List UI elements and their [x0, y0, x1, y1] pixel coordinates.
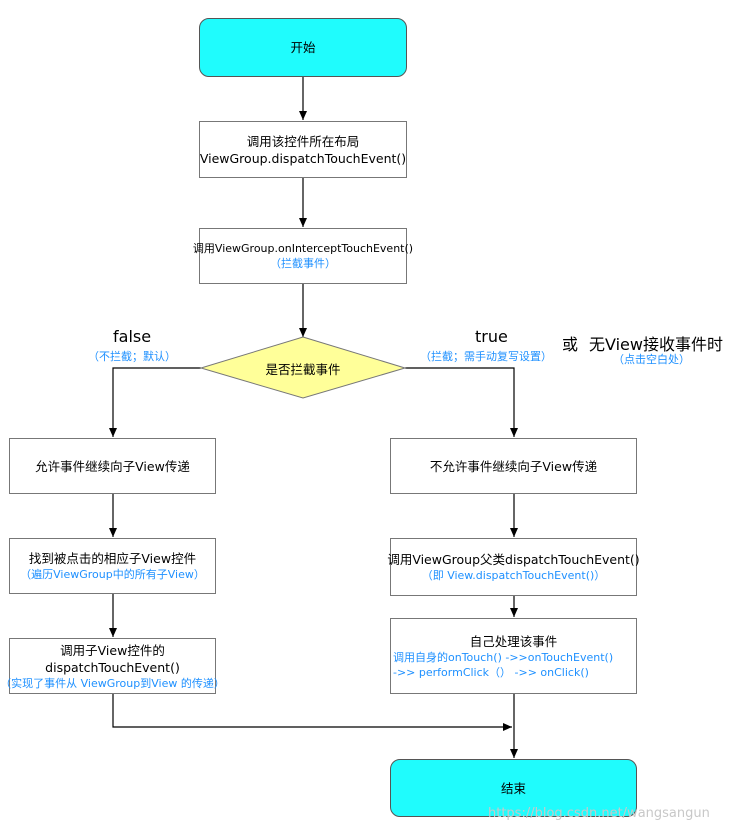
- find-child-note: （遍历ViewGroup中的所有子View）: [20, 568, 205, 581]
- call-parent-note: （即 View.dispatchTouchEvent()）: [421, 569, 606, 582]
- start-node: 开始: [199, 18, 407, 77]
- intercept-label: 调用ViewGroup.onInterceptTouchEvent(): [192, 242, 414, 255]
- false-label: false: [113, 327, 152, 346]
- watermark: https://blog.csdn.net/wangsangun: [488, 806, 710, 821]
- self-handle-note-2: ->> performClick（） ->> onClick(): [393, 665, 589, 679]
- true-label: true: [475, 327, 508, 346]
- self-handle-node: 自己处理该事件 调用自身的onTouch() ->>onTouchEvent()…: [390, 618, 637, 694]
- false-note: （不拦截；默认）: [88, 350, 176, 363]
- intercept-node: 调用ViewGroup.onInterceptTouchEvent() （拦截事…: [193, 228, 413, 284]
- no-view-note: （点击空白处）: [613, 353, 690, 366]
- call-child-line-2: dispatchTouchEvent(): [45, 659, 180, 675]
- call-child-line-1: 调用子View控件的: [60, 642, 165, 658]
- allow-label: 允许事件继续向子View传递: [35, 458, 190, 474]
- disallow-label: 不允许事件继续向子View传递: [429, 458, 598, 474]
- allow-node: 允许事件继续向子View传递: [9, 438, 216, 494]
- no-view-label: 无View接收事件时: [589, 335, 723, 354]
- call-layout-line-2: ViewGroup.dispatchTouchEvent(): [199, 150, 407, 166]
- decision-label: 是否拦截事件: [265, 362, 341, 377]
- call-child-node: 调用子View控件的 dispatchTouchEvent() （实现了事件从 …: [0, 638, 225, 694]
- or-label: 或: [562, 335, 579, 354]
- decision-diamond: [199, 336, 407, 399]
- call-parent-label: 调用ViewGroup父类dispatchTouchEvent(): [387, 552, 640, 567]
- find-child-label: 找到被点击的相应子View控件: [28, 551, 197, 566]
- end-node: 结束: [390, 759, 637, 817]
- intercept-note: （拦截事件）: [270, 257, 336, 270]
- call-parent-node: 调用ViewGroup父类dispatchTouchEvent() （即 Vie…: [387, 538, 640, 596]
- call-layout-line-1: 调用该控件所在布局: [246, 133, 360, 149]
- disallow-node: 不允许事件继续向子View传递: [390, 438, 637, 494]
- arrow-child-to-end: [112, 694, 512, 731]
- end-label: 结束: [500, 780, 526, 796]
- true-note: （拦截；需手动复写设置）: [420, 350, 552, 363]
- call-child-note: （实现了事件从 ViewGroup到View 的传递）: [0, 676, 225, 690]
- find-child-node: 找到被点击的相应子View控件 （遍历ViewGroup中的所有子View）: [9, 538, 216, 594]
- arrow-false-branch: [109, 367, 201, 437]
- self-handle-note-1: 调用自身的onTouch() ->>onTouchEvent(): [393, 650, 614, 664]
- start-label: 开始: [290, 40, 316, 55]
- arrow-true-branch: [405, 367, 518, 437]
- call-layout-node: 调用该控件所在布局 ViewGroup.dispatchTouchEvent(): [199, 121, 407, 178]
- self-handle-label: 自己处理该事件: [469, 633, 558, 649]
